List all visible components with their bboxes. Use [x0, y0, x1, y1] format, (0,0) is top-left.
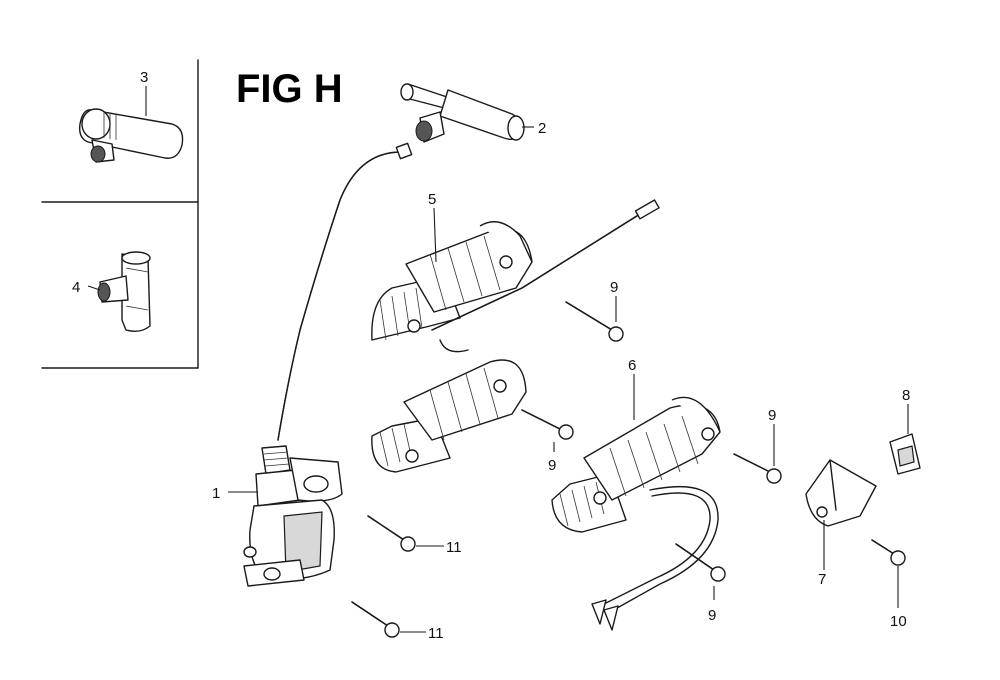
part-4-plug-cap-elbow — [97, 251, 151, 333]
callout-1: 1 — [212, 485, 220, 502]
bolt-11-upper — [367, 515, 416, 552]
callout-9-upper: 9 — [610, 279, 618, 296]
part-5-charge-coil-upper — [371, 221, 533, 341]
part-5-charge-coil-lower — [371, 339, 527, 473]
part-3-plug-cap — [78, 108, 184, 163]
callout-2: 2 — [538, 120, 546, 137]
callout-10: 10 — [890, 613, 907, 630]
callout-11-upper: 11 — [446, 539, 462, 556]
callout-labels: 3 4 2 5 6 1 9 9 9 9 8 7 10 11 11 — [72, 69, 910, 642]
high-tension-wire — [277, 142, 413, 441]
part-6-lead-wires — [591, 485, 719, 631]
callout-9-middle: 9 — [548, 457, 556, 474]
part-7-bracket — [805, 459, 877, 527]
callout-3: 3 — [140, 69, 148, 86]
bolt-9-lower — [675, 543, 726, 582]
part-1-ignition-coil — [243, 445, 343, 587]
figure-title: FIG H — [236, 67, 343, 111]
part-8-clip — [889, 433, 921, 475]
bolt-9-upper — [565, 301, 624, 342]
part-6-coil — [551, 396, 721, 533]
bolt-11-lower — [351, 601, 400, 638]
part-2-plug-cap — [400, 83, 525, 143]
callout-8: 8 — [902, 387, 910, 404]
callout-4: 4 — [72, 279, 80, 296]
part-5-lead-wire — [431, 199, 660, 331]
inset-frame — [41, 59, 199, 369]
callout-7: 7 — [818, 571, 826, 588]
bolt-9-middle — [521, 409, 574, 440]
bolt-9-right — [733, 453, 782, 484]
callout-11-lower: 11 — [428, 625, 444, 642]
leader-lines — [87, 86, 909, 633]
callout-6: 6 — [628, 357, 636, 374]
bolt-10 — [871, 539, 906, 566]
callout-5: 5 — [428, 191, 436, 208]
callout-9-right: 9 — [768, 407, 776, 424]
callout-9-lower: 9 — [708, 607, 716, 624]
